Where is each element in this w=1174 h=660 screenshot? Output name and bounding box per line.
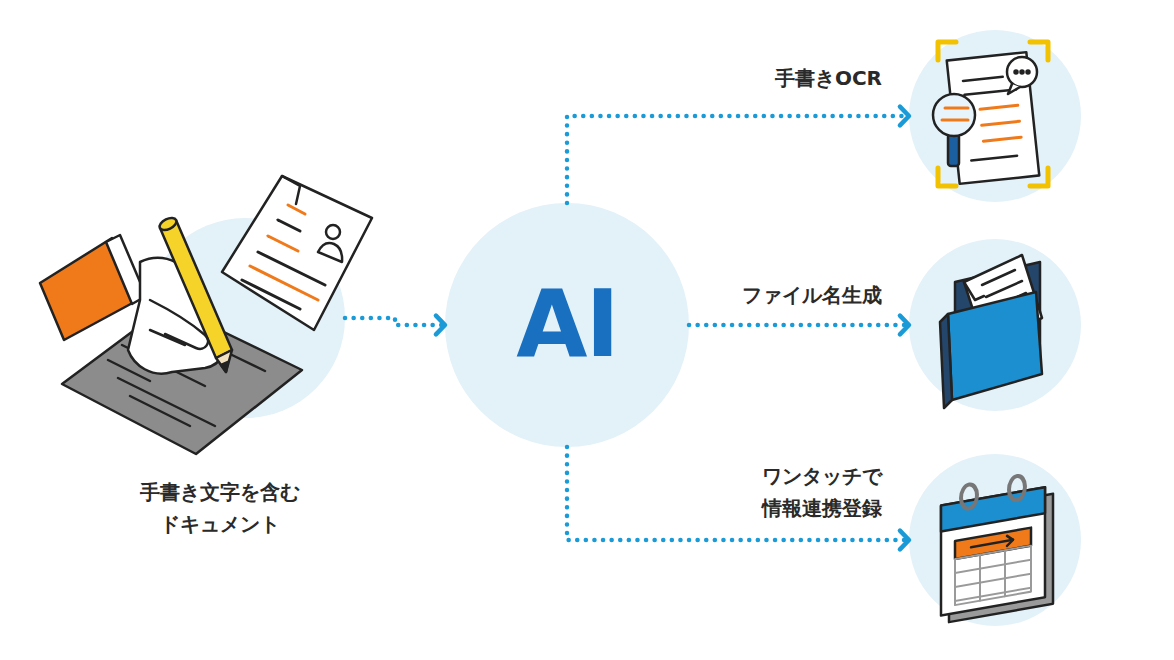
handwriting-illustration-part-part [108,360,150,381]
handwriting-illustration-part-part [288,205,305,214]
label-wrap: 手書き文字を含む ドキュメント [95,476,345,540]
center-title: AI [516,279,617,371]
flow-connector [689,316,909,335]
registration-node: ワンタッチで 情報連携登録 [909,454,1081,626]
dotted-line [567,447,909,540]
arrow-head [900,531,909,550]
label-wrap: ファイル名生成 [682,279,882,311]
node-circle-fill [909,30,1081,202]
label-wrap: ワンタッチで 情報連携登録 [702,460,882,524]
handwriting-illustration-part [158,216,179,233]
node-circle-fill [445,203,689,447]
flow-connector [567,107,909,203]
dotted-line [689,323,909,328]
arrow-head [900,316,909,335]
file-name-node: ファイル名生成 [909,239,1081,411]
node-label: ワンタッチで 情報連携登録 [702,460,882,524]
node-circle-fill [909,239,1081,411]
label-wrap: AI [445,203,689,447]
node-circle [909,239,1081,411]
ocr-node: 手書きOCR [909,30,1081,202]
node-circle [909,30,1081,202]
node-label: ファイル名生成 [682,279,882,311]
source-document-node: 手書き文字を含む ドキュメント [145,218,345,418]
flow-connector [345,316,445,335]
ai-node: AI [445,203,689,447]
node-circle-fill [145,218,345,418]
node-circle [145,218,345,418]
arrow-head [900,107,909,126]
handwriting-illustration [40,176,372,454]
handwriting-illustration-part [282,176,300,204]
label-wrap: 手書きOCR [682,62,882,94]
handwriting-illustration-part [326,225,340,239]
handwriting-illustration-part-part [130,396,190,426]
handwriting-illustration-part [40,238,138,340]
node-label: 手書きOCR [682,62,882,94]
dotted-line [567,116,909,203]
node-circle-fill [909,454,1081,626]
handwriting-illustration-part [106,235,146,304]
node-circle [909,454,1081,626]
dotted-line [345,318,445,325]
arrow-head [436,316,445,335]
flow-connector [567,447,909,549]
node-label: 手書き文字を含む ドキュメント [95,476,345,540]
